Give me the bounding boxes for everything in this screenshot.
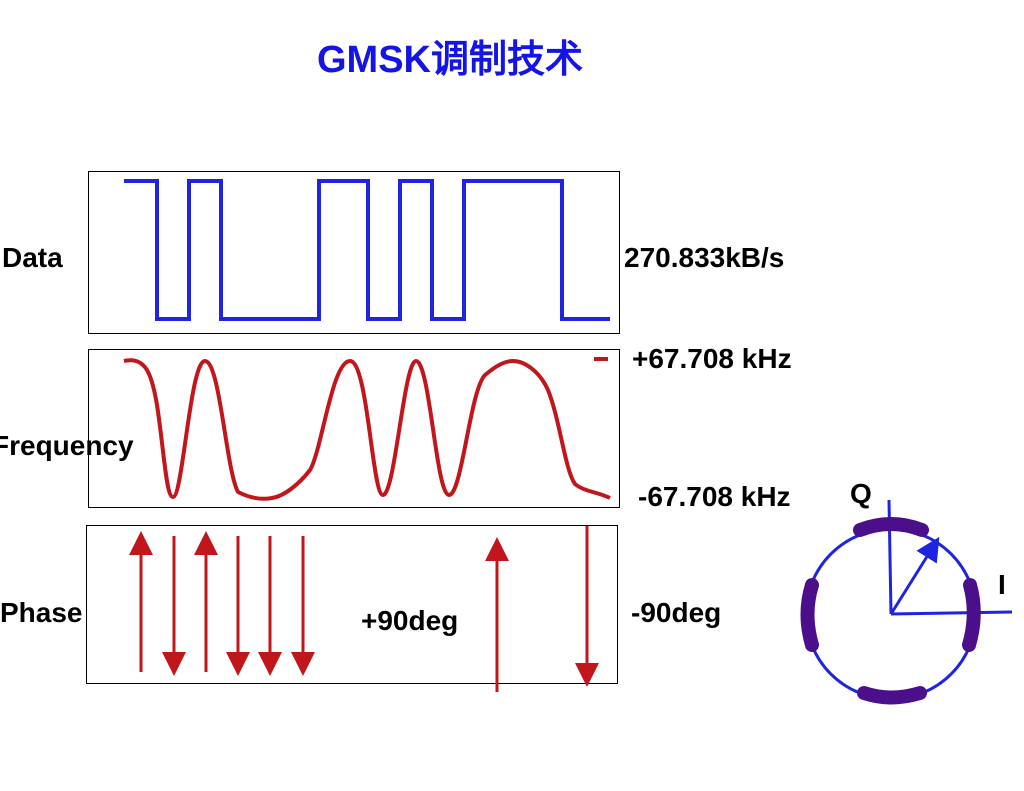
phase-arrows [129, 526, 599, 692]
frequency-max-label: +67.708 kHz [632, 343, 792, 374]
iq-point-right [962, 578, 981, 652]
data-rate-label: 270.833kB/s [624, 242, 785, 273]
phase-panel [86, 525, 618, 684]
iq-constellation [800, 499, 1013, 705]
iq-point-bottom [857, 686, 927, 705]
phase-row-label: Phase [0, 597, 83, 628]
i-axis-label: I [998, 569, 1006, 600]
q-axis-label: Q [850, 478, 872, 509]
frequency-wave [123, 358, 611, 501]
iq-point-left [800, 578, 819, 652]
frequency-min-label: -67.708 kHz [638, 481, 791, 512]
i-axis [890, 610, 1013, 616]
data-square-wave [124, 179, 610, 321]
frequency-panel [88, 349, 620, 508]
phase-minus-label: -90deg [631, 597, 722, 628]
phase-plus-label: +90deg [361, 605, 459, 636]
data-panel [88, 171, 620, 334]
iq-phase-points [800, 517, 981, 705]
iq-vector [889, 536, 940, 615]
data-row-label: Data [2, 242, 63, 273]
frequency-row-label: Frequency [0, 430, 134, 461]
page-title: GMSK调制技术 [316, 39, 583, 81]
iq-point-top [853, 517, 929, 537]
